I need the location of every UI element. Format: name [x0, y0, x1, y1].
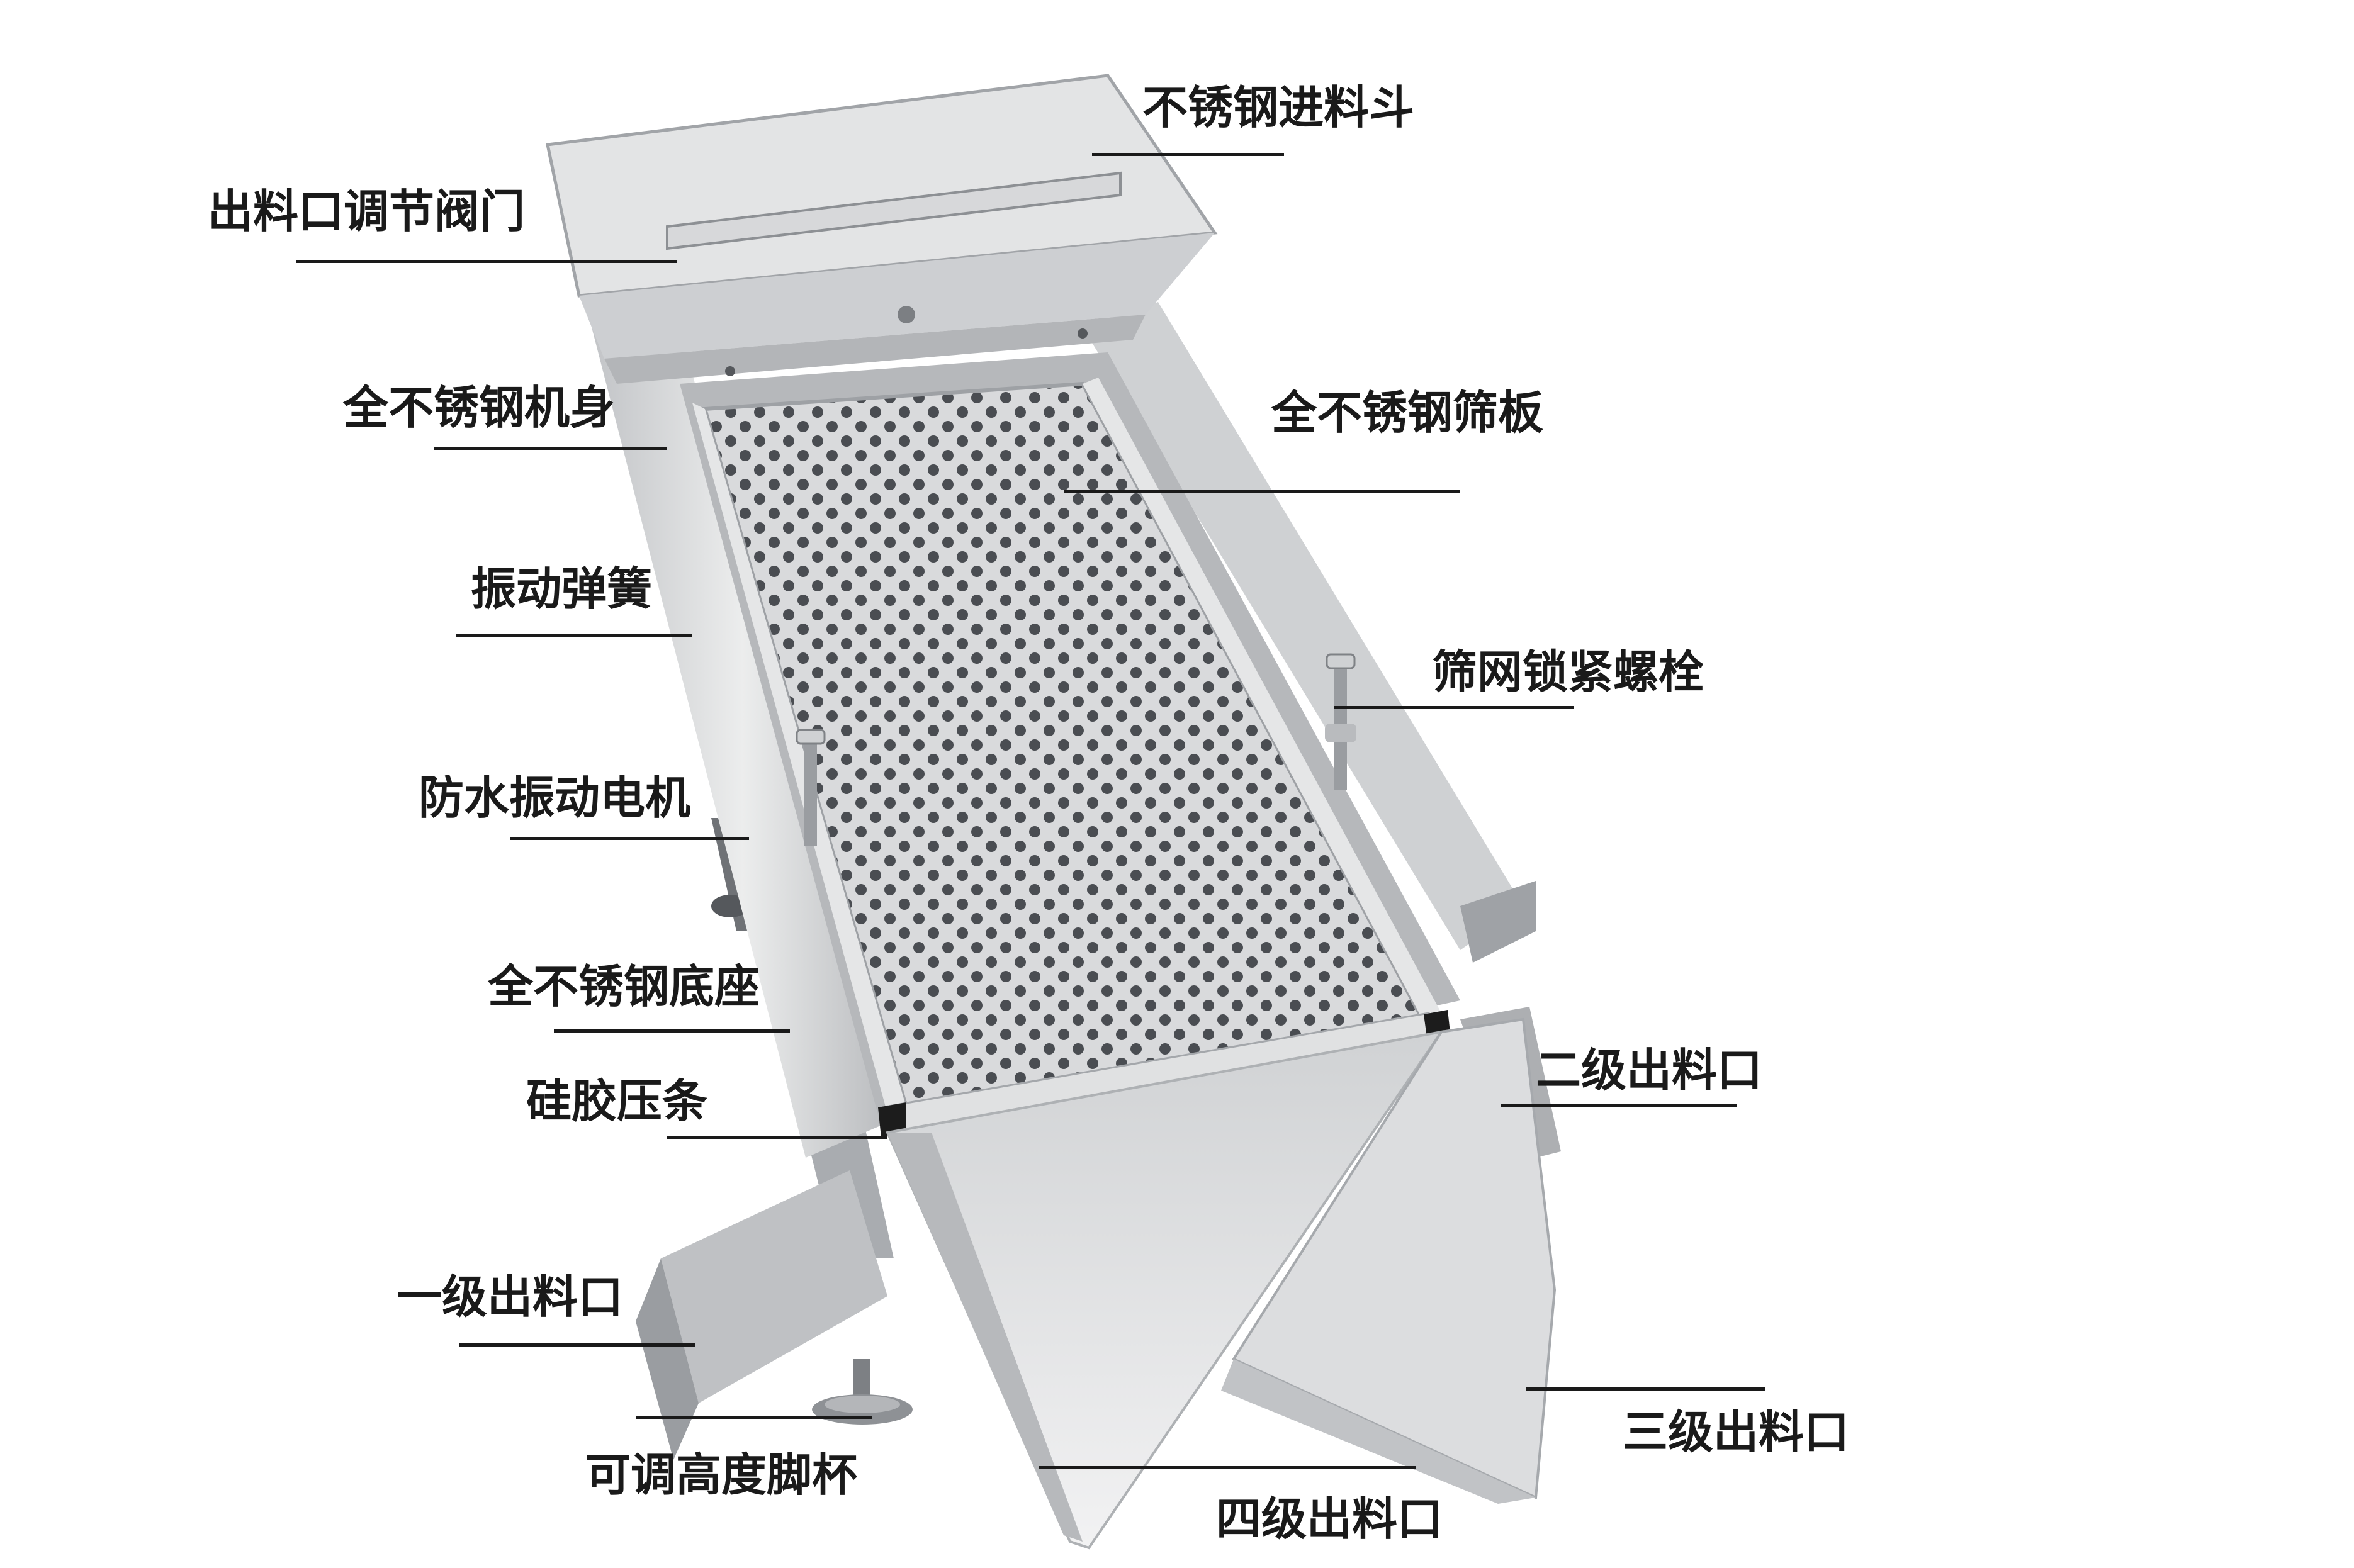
- label-base: 全不锈钢底座: [488, 960, 760, 1013]
- label-body: 全不锈钢机身: [343, 381, 616, 434]
- label-hopper: 不锈钢进料斗: [1142, 81, 1415, 134]
- leader-foot: [636, 1416, 872, 1419]
- label-outlet1: 一级出料口: [397, 1270, 624, 1323]
- leader-gasket: [667, 1136, 887, 1139]
- leader-spring: [456, 634, 692, 637]
- label-outlet2: 二级出料口: [1536, 1044, 1763, 1097]
- label-foot: 可调高度脚杯: [585, 1448, 858, 1501]
- label-motor: 防水振动电机: [419, 771, 691, 824]
- leader-outlet3: [1526, 1387, 1766, 1391]
- label-outlet4: 四级出料口: [1216, 1492, 1443, 1545]
- label-bolt: 筛网锁紧螺栓: [1432, 646, 1704, 698]
- leader-outlet4: [1039, 1466, 1416, 1469]
- leader-valve: [296, 260, 677, 263]
- locking-bolts: [796, 653, 1356, 846]
- leader-motor: [510, 837, 749, 840]
- leader-outlet1: [459, 1343, 696, 1347]
- outlet-1-chute: [636, 1170, 887, 1460]
- adjustable-foot: [812, 1359, 913, 1425]
- label-outlet3: 三级出料口: [1623, 1406, 1850, 1459]
- outlet-4-chute: [886, 1030, 1444, 1550]
- label-spring: 振动弹簧: [471, 563, 653, 615]
- leader-body: [434, 447, 667, 450]
- label-valve: 出料口调节阀门: [208, 185, 526, 238]
- feed-hopper: [545, 74, 1218, 384]
- leader-outlet2: [1501, 1104, 1737, 1107]
- leader-hopper: [1092, 153, 1284, 156]
- label-sieve-plate: 全不锈钢筛板: [1271, 386, 1544, 439]
- outlet-3-chute: [1221, 1017, 1557, 1504]
- leader-base: [554, 1029, 790, 1033]
- label-gasket: 硅胶压条: [526, 1075, 708, 1128]
- leader-sieve-plate: [1064, 490, 1460, 493]
- leader-bolt: [1334, 706, 1574, 709]
